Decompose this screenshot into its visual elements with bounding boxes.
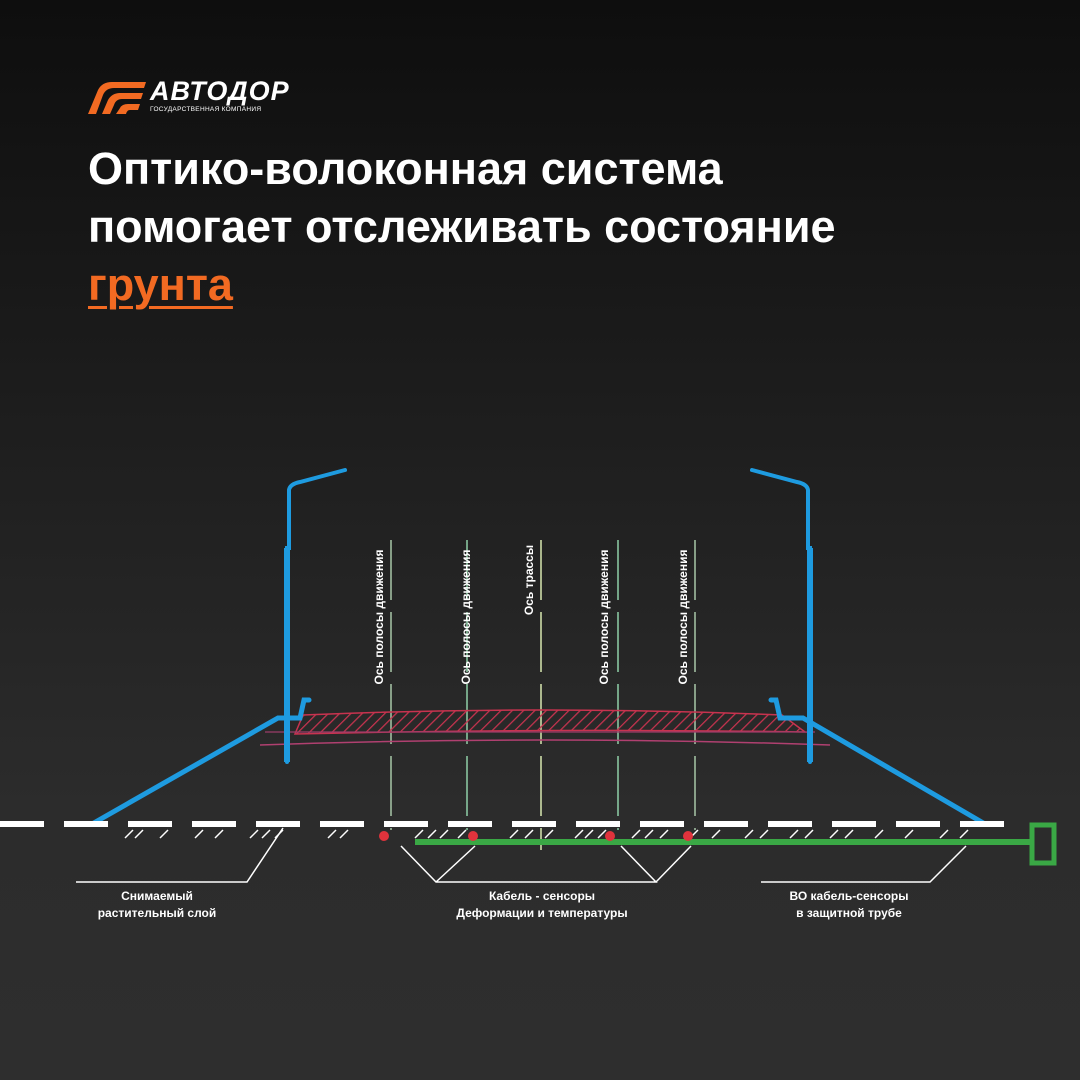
cable-terminal-box	[1029, 822, 1057, 866]
sensors	[379, 831, 693, 841]
right-slope-and-lamp	[750, 468, 988, 827]
label-cable-line1: Кабель - сенсоры	[489, 889, 595, 903]
logo-name: АВТОДОР	[150, 76, 290, 106]
axis-lines	[390, 540, 696, 850]
label-topsoil-line1: Снимаемый	[121, 889, 193, 903]
pavement-layers	[259, 709, 831, 746]
title-line-1: Оптико-волоконная система	[88, 143, 723, 194]
label-fo-line2: в защитной трубе	[796, 906, 902, 920]
axis-label: Ось полосы движения	[372, 550, 386, 685]
label-fo-line1: ВО кабель-сенсоры	[790, 889, 909, 903]
label-cable-sensors: Кабель - сенсоры Деформации и температур…	[456, 889, 627, 920]
axis-label: Ось полосы движения	[459, 550, 473, 685]
sensor-dot	[379, 831, 389, 841]
label-fo-cable: ВО кабель-сенсоры в защитной трубе	[790, 889, 909, 920]
page-title: Оптико-волоконная система помогает отсле…	[88, 140, 836, 314]
ground-hatch	[124, 829, 969, 839]
right-slope	[768, 697, 988, 827]
axis-labels: Ось полосы движения Ось полосы движения …	[372, 545, 690, 685]
right-lamp-pole	[750, 468, 812, 764]
sensor-dot	[605, 831, 615, 841]
sensor-dot	[468, 831, 478, 841]
title-accent: грунта	[88, 259, 233, 310]
title-line-2: помогает отслеживать состояние	[88, 201, 836, 252]
left-slope	[89, 697, 312, 827]
left-slope-and-lamp	[89, 468, 347, 827]
axis-label: Ось полосы движения	[597, 550, 611, 685]
left-lamp-pole	[285, 468, 347, 764]
leader-lines	[76, 827, 967, 883]
logo-stripes-icon	[88, 82, 146, 114]
axis-label: Ось полосы движения	[676, 550, 690, 685]
label-cable-line2: Деформации и температуры	[456, 906, 627, 920]
label-topsoil: Снимаемый растительный слой	[98, 889, 217, 920]
logo-subtitle: ГОСУДАРСТВЕННАЯ КОМПАНИЯ	[150, 106, 262, 113]
axis-label: Ось трассы	[522, 545, 536, 615]
sensor-dot	[683, 831, 693, 841]
label-topsoil-line2: растительный слой	[98, 906, 217, 920]
